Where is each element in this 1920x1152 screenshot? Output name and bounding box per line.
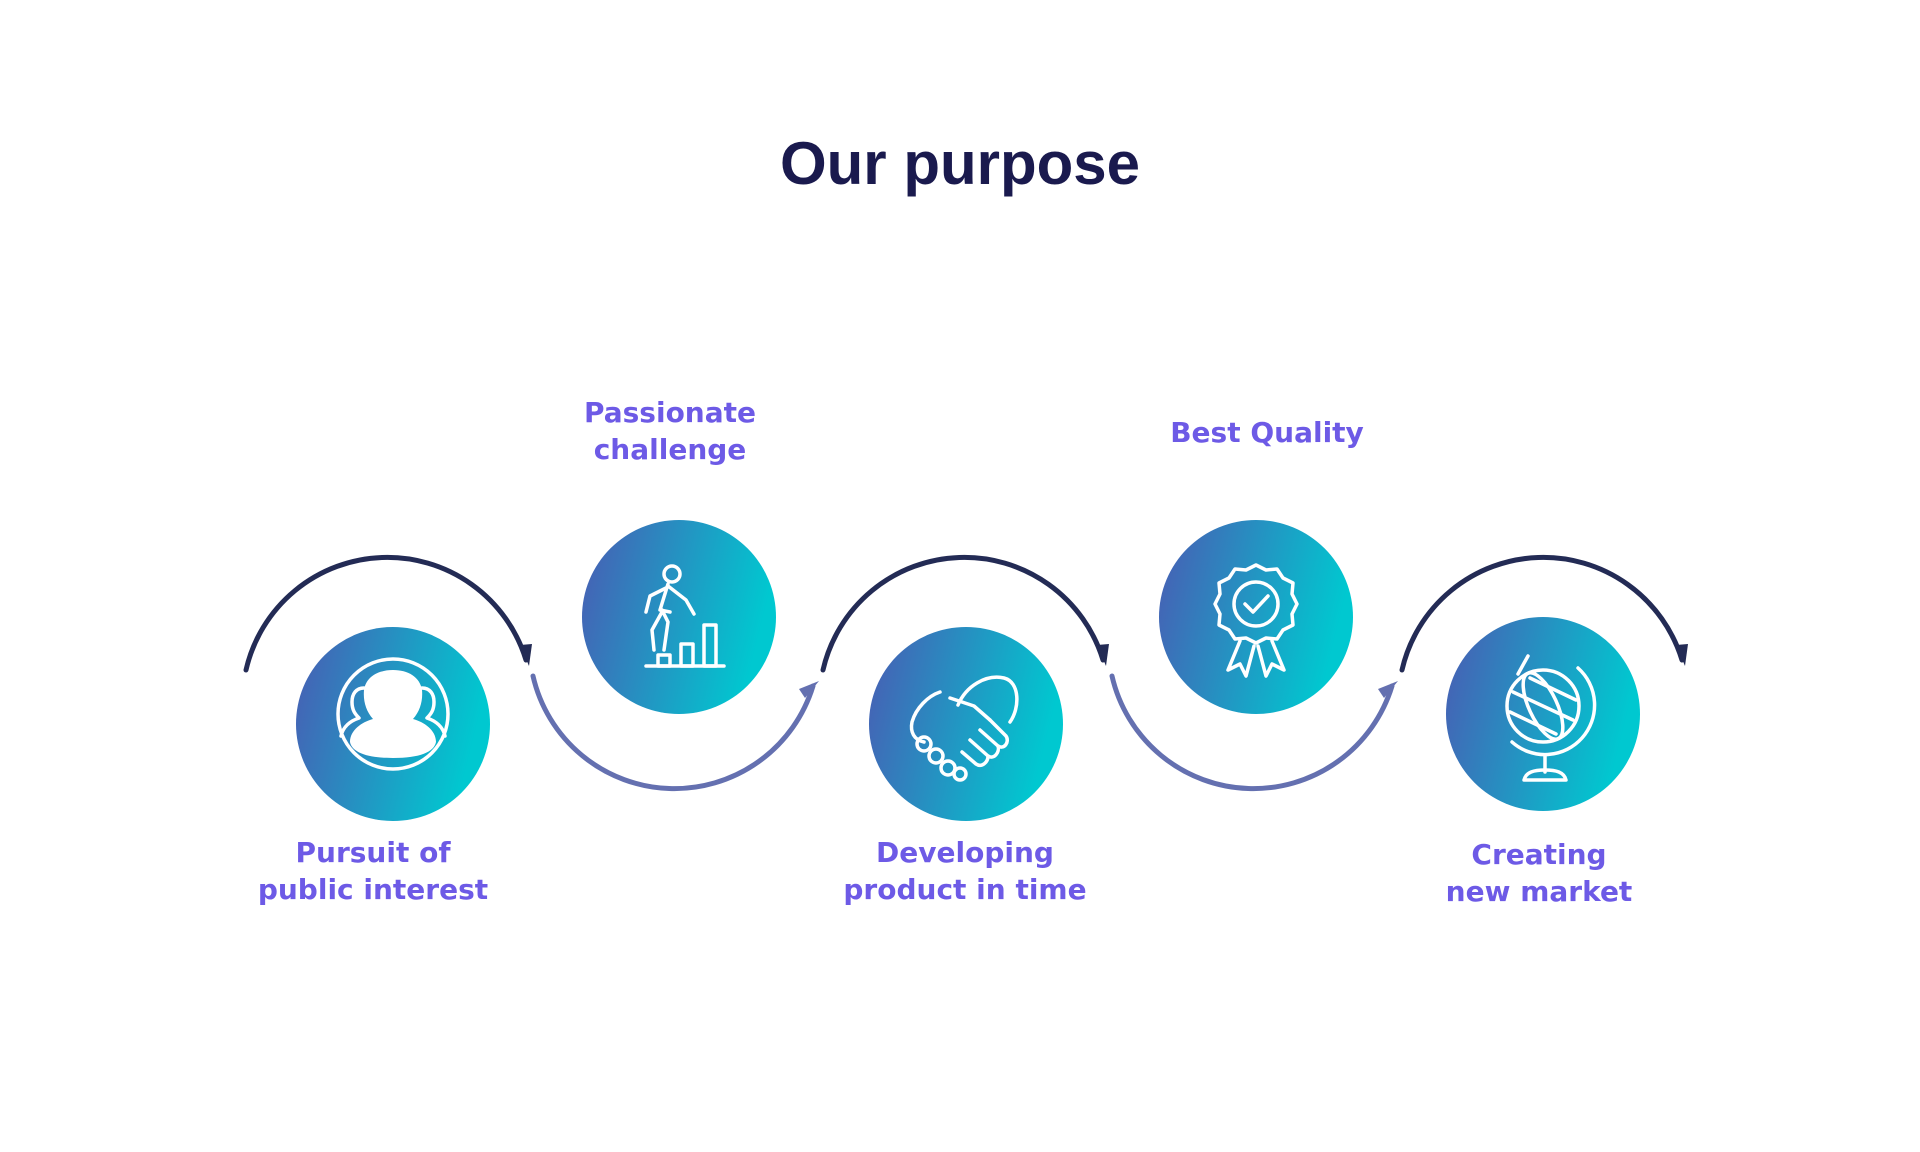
arrowhead-4 [1378,681,1398,698]
step-4-circle [1159,520,1353,714]
handshake-icon [909,675,1019,782]
arrowheads [520,644,1688,698]
step-label-creating-new-market: Creating new market [1445,838,1633,908]
step-label-pursuit-of-public-interest: Pursuit of public interest [257,836,489,906]
step-label-best-quality: Best Quality [1170,416,1364,449]
people-group-icon [336,657,450,771]
step-4-node [1159,520,1353,714]
arrowhead-1 [520,644,532,666]
step-1-node [296,627,490,821]
arrowhead-5 [1676,644,1688,666]
arc-5 [1399,554,1685,673]
arrowhead-2 [799,681,819,698]
arc-4 [1109,673,1395,792]
arrowhead-3 [1097,644,1109,666]
step-3-circle [869,627,1063,821]
step-3-node [869,627,1063,821]
step-2-circle [582,520,776,714]
arc-2 [530,673,816,792]
flow-arcs [243,554,1685,792]
step-label-developing-product-in-time: Developing product in time [843,836,1087,906]
climbing-steps-icon [644,564,726,668]
page-title: Our purpose [779,130,1141,197]
step-2-node [582,520,776,714]
globe-icon [1505,654,1597,782]
arc-3 [820,554,1106,673]
quality-badge-icon [1213,563,1299,678]
step-5-node [1446,617,1640,811]
step-5-circle [1446,617,1640,811]
arc-1 [243,554,529,673]
step-label-passionate-challenge: Passionate challenge [583,396,757,466]
